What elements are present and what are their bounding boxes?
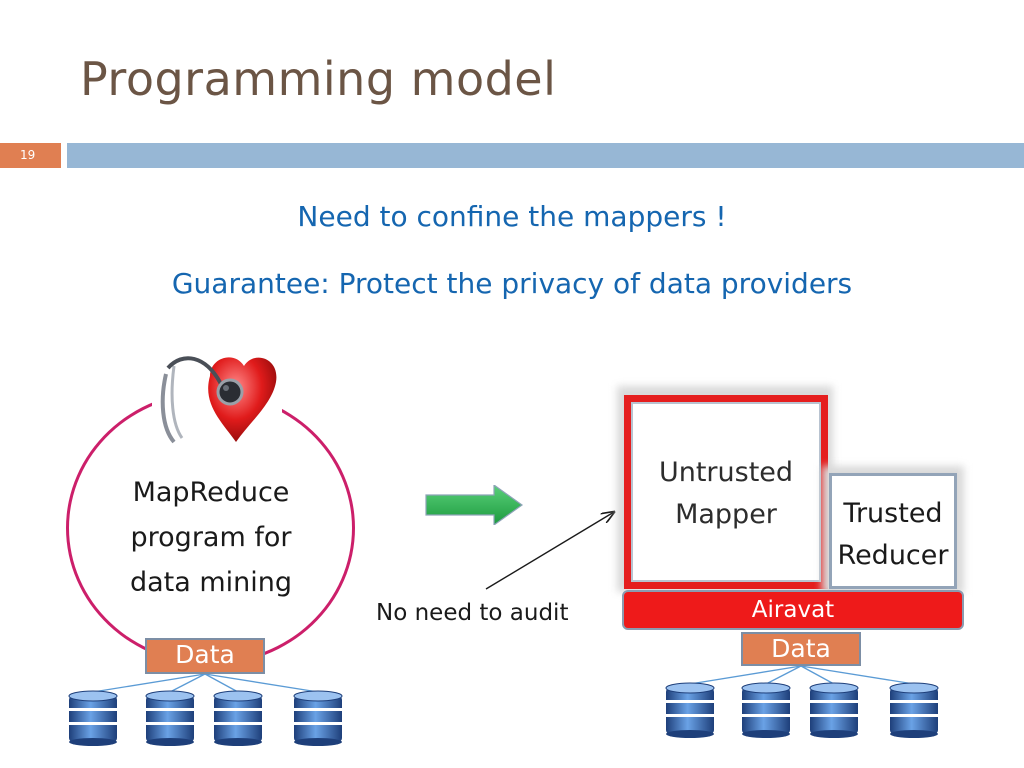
no-audit-annotation: No need to audit [376,600,569,626]
database-icon [292,690,344,746]
mapper-label-line-2: Mapper [675,499,777,530]
database-icon [888,682,940,738]
reducer-label-line-1: Trusted [843,498,943,529]
untrusted-mapper-label: Untrusted Mapper [632,452,820,536]
headline: Need to confine the mappers ! [297,200,727,233]
program-label-line-1: MapReduce [132,477,290,508]
database-icon [740,682,792,738]
program-label-line-3: data mining [129,567,293,598]
heart-stethoscope-icon [152,346,282,456]
slide-title: Programming model [80,52,557,106]
subheadline: Guarantee: Protect the privacy of data p… [171,267,853,300]
right-data-box: Data [741,632,861,666]
trusted-reducer-label: Trusted Reducer [829,493,957,577]
program-label: MapReduce program for data mining [106,470,316,605]
program-label-line-2: program for [130,522,292,553]
database-icon [808,682,860,738]
database-icon [664,682,716,738]
mapper-label-line-1: Untrusted [658,457,794,488]
green-right-arrow-icon [424,483,524,527]
airavat-platform-bar: Airavat [622,590,964,630]
database-icon [212,690,264,746]
slide-number: 19 [0,143,61,168]
trusted-reducer-box [829,473,957,589]
reducer-label-line-2: Reducer [837,540,949,571]
untrusted-mapper-inner-frame [631,402,821,582]
database-icon [144,690,196,746]
header-rule-bar [67,143,1024,168]
database-icon [67,690,119,746]
left-data-box: Data [145,638,265,674]
